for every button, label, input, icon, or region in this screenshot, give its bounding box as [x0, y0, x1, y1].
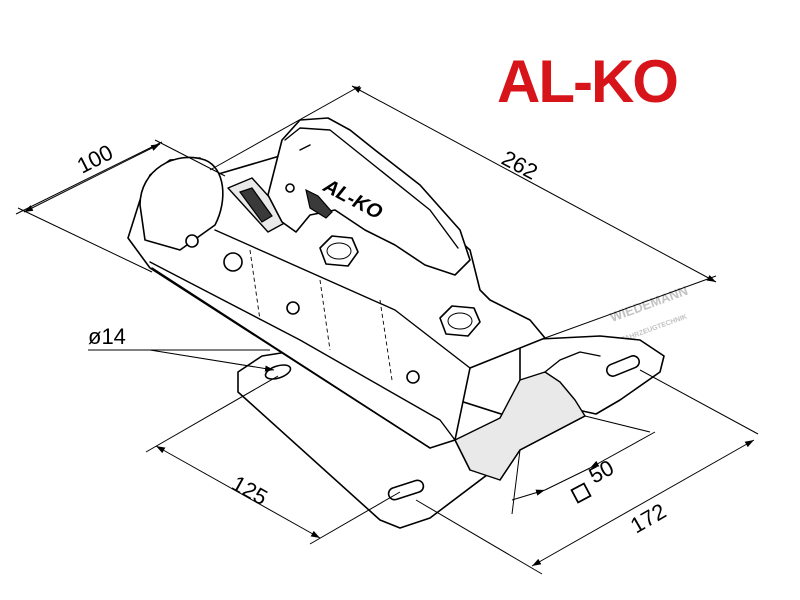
slot-rear — [606, 355, 640, 377]
dim-100-text: 100 — [73, 140, 117, 179]
watermark: WIEDEMANN FAHRZEUGTECHNIK — [608, 283, 690, 344]
dimension-diameter: ø14 — [88, 324, 275, 372]
side-hole-4 — [185, 234, 199, 248]
dim-262-text: 262 — [498, 145, 542, 184]
dim-diameter-text: ø14 — [88, 324, 126, 349]
dim-172-text: 172 — [626, 498, 670, 538]
side-hole-2 — [286, 301, 300, 315]
side-hole-1 — [223, 252, 243, 272]
bolt-lower — [439, 305, 481, 337]
base-plate — [237, 335, 665, 529]
side-hole-3 — [406, 370, 420, 384]
square-icon — [570, 482, 592, 504]
dim-125-text: 125 — [228, 471, 272, 511]
dim-50-text: 50 — [585, 455, 618, 489]
slot-front — [387, 479, 425, 501]
